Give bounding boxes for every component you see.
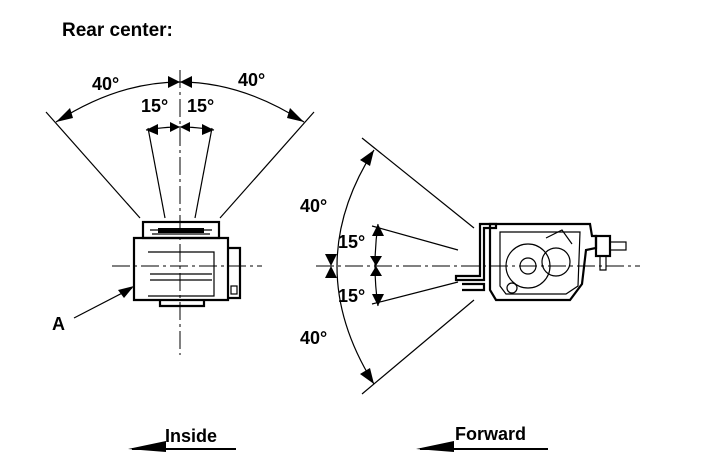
left-angle-outer-left-label: 40° — [92, 74, 119, 94]
left-inner-limit-line-r — [194, 127, 213, 219]
left-angle-inner-left-label: 15° — [141, 96, 168, 116]
right-sensor-large-circle — [505, 243, 551, 289]
left-outer-arc-arrow-center-a — [168, 76, 180, 88]
left-sensor-inner-frame — [148, 251, 215, 297]
right-outer-arc-arrow-mid-b — [325, 266, 337, 278]
right-outer-arc-arrow-mid-a — [325, 254, 337, 266]
callout-a-arrowhead — [118, 286, 134, 298]
right-bolt-head — [594, 234, 612, 258]
right-angle-inner-bottom-label: 15° — [338, 286, 365, 306]
left-inner-arrow-l — [146, 124, 158, 135]
left-angle-inner-right-label: 15° — [187, 96, 214, 116]
left-sensor-side-notch — [230, 285, 238, 295]
left-outer-arc-arrow-right — [287, 108, 304, 122]
left-outer-arc-arrow-center-b — [180, 76, 192, 88]
right-bolt-shank — [599, 256, 607, 271]
left-outer-arc — [55, 81, 305, 123]
left-sensor-slot — [158, 228, 204, 233]
right-outer-limit-line-top — [361, 137, 475, 229]
left-view: 40° 40° 15° 15° A Inside — [45, 70, 315, 452]
left-outer-arc-arrow-left — [56, 108, 73, 122]
right-bolt-thread — [609, 241, 627, 251]
left-outer-limit-line-l — [45, 111, 141, 219]
forward-arrow-head — [416, 441, 454, 452]
left-inner-limit-line-l — [147, 127, 166, 219]
right-angle-inner-top-label: 15° — [338, 232, 365, 252]
inside-direction-label: Inside — [165, 426, 217, 446]
left-outer-limit-line-r — [219, 111, 315, 219]
right-sensor-center-circle — [519, 257, 537, 275]
right-bracket-foot — [462, 282, 486, 292]
left-sensor-side-tab — [228, 246, 242, 300]
forward-direction-label: Forward — [455, 424, 526, 444]
right-angle-outer-bottom-label: 40° — [300, 328, 327, 348]
right-inner-arrow-top — [372, 224, 384, 236]
left-sensor-bottom-lip — [158, 300, 206, 308]
diagram-title: Rear center: — [62, 20, 173, 41]
inside-arrow-head — [128, 441, 166, 452]
right-outer-arc-arrow-top — [360, 150, 374, 166]
left-sensor-housing — [132, 236, 230, 302]
left-sensor-inner-lines — [150, 273, 212, 281]
left-inner-arrow-c1 — [170, 122, 180, 132]
right-sensor-linkage — [545, 229, 573, 245]
right-sensor-small-circle — [506, 282, 518, 294]
right-sensor-assembly — [454, 222, 627, 302]
left-angle-outer-right-label: 40° — [238, 70, 265, 90]
right-sensor-gear-circle — [541, 247, 571, 277]
left-sensor-body — [132, 220, 242, 308]
left-inner-arrow-c2 — [180, 122, 190, 132]
right-inner-limit-line-top — [371, 225, 459, 251]
right-view: 40° 15° 15° 40° Forward — [300, 137, 640, 452]
right-inner-limit-line-bottom — [371, 281, 459, 305]
right-sensor-housing — [488, 222, 598, 302]
callout-a-label: A — [52, 314, 65, 334]
right-angle-outer-top-label: 40° — [300, 196, 327, 216]
right-inner-arrow-mid-b — [370, 266, 382, 276]
right-outer-arc-arrow-bottom — [360, 368, 374, 384]
right-sensor-inner-outline — [499, 231, 581, 295]
right-inner-arrow-mid-a — [370, 256, 382, 266]
left-inner-arrow-r — [202, 124, 214, 135]
right-inner-arrow-bottom — [372, 294, 384, 306]
right-outer-limit-line-bottom — [361, 299, 475, 395]
right-outer-arc — [336, 149, 375, 385]
